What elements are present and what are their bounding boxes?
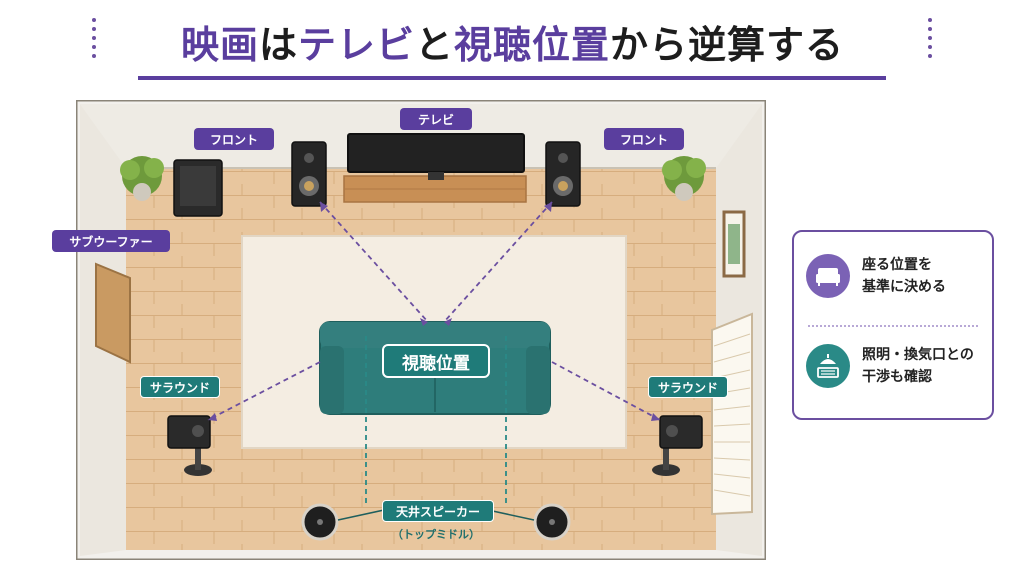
right-window	[711, 312, 753, 516]
title-area: 映画はテレビと視聴位置から逆算する	[0, 0, 1024, 90]
sound-paths-ceiling	[365, 336, 507, 504]
title-part-listening: 視聴位置	[454, 23, 611, 67]
plant-right	[662, 156, 706, 201]
title-part-to: と	[415, 23, 455, 67]
title-underline	[138, 76, 886, 80]
sofa-icon	[319, 321, 551, 415]
ceiling-speaker-right-icon	[533, 503, 571, 541]
title-part-tv: テレビ	[297, 23, 415, 67]
tip-1-line-2: 基準に決める	[862, 279, 946, 295]
left-dots-decoration	[92, 18, 96, 58]
surround-right-speaker-icon	[652, 415, 703, 476]
sofa-icon	[806, 254, 850, 298]
wall-picture-art	[728, 224, 740, 264]
tips-divider	[808, 325, 978, 327]
left-window	[95, 262, 131, 364]
tip-2-line-2: 干渉も確認	[862, 369, 932, 385]
ceiling-speaker-left-icon	[301, 503, 339, 541]
tip-1-line-1: 座る位置を	[862, 257, 932, 273]
tv-label: テレビ	[400, 108, 472, 130]
sound-paths-front	[207, 201, 661, 421]
front-right-label: フロント	[604, 128, 684, 150]
front-left-label: フロント	[194, 128, 274, 150]
tip-interference-check: 照明・換気口との 干渉も確認	[806, 344, 974, 388]
surround-left-speaker-icon	[167, 415, 212, 476]
title-part-ha: は	[258, 23, 298, 67]
tip-2-line-1: 照明・換気口との	[862, 347, 974, 363]
ceiling-speaker-sublabel: （トップミドル）	[392, 528, 480, 541]
surround-right-label: サラウンド	[648, 376, 728, 398]
front-left-speaker-icon	[291, 141, 327, 207]
front-right-speaker-icon	[545, 141, 581, 207]
plant-left	[120, 156, 164, 201]
tips-card: 座る位置を 基準に決める 照明・換気口との 干渉も確認	[792, 230, 994, 420]
room-diagram: テレビ フロント フロント サブウーファー サラウンド サラウンド 視聴位置 天…	[52, 100, 766, 560]
title-part-rest: から逆算する	[610, 23, 845, 67]
room-illustration	[76, 100, 766, 560]
tip-seat-position: 座る位置を 基準に決める	[806, 254, 946, 298]
subwoofer-label: サブウーファー	[52, 230, 170, 252]
sound-path-arrowheads	[208, 202, 660, 421]
ceiling-light-vent-icon	[806, 344, 850, 388]
page-title: 映画はテレビと視聴位置から逆算する	[140, 14, 885, 70]
tv-icon	[347, 133, 525, 173]
title-part-movie: 映画	[180, 23, 259, 67]
surround-left-label: サラウンド	[140, 376, 220, 398]
ceiling-speaker-label: 天井スピーカー	[382, 500, 494, 522]
right-dots-decoration	[928, 18, 932, 58]
listening-position-label: 視聴位置	[382, 344, 490, 378]
